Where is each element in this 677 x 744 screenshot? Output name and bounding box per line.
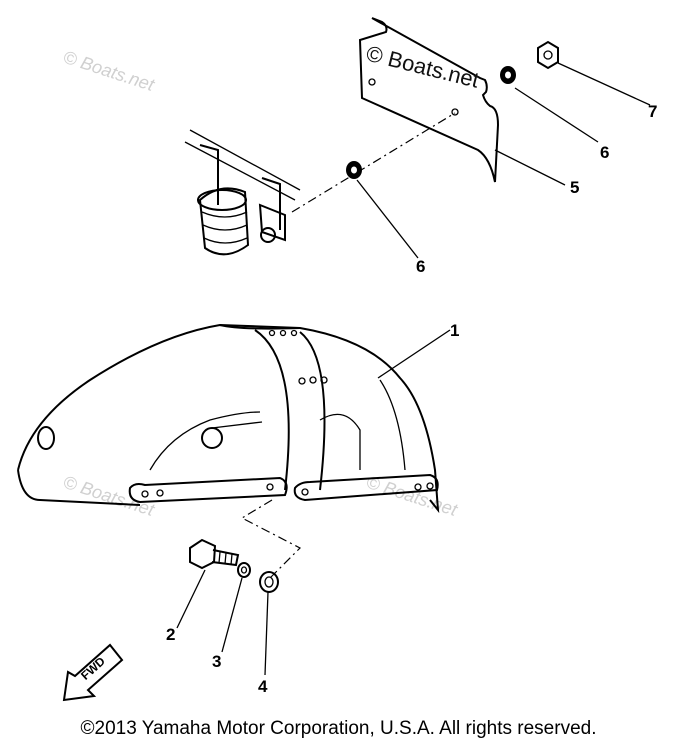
watermark-top-left: © Boats.net <box>61 47 158 95</box>
frame-bracket <box>184 129 301 230</box>
spring-washer <box>237 562 251 578</box>
leader-4 <box>264 591 269 676</box>
leader-2 <box>176 569 206 629</box>
reservoir <box>197 187 286 256</box>
callout-5: 5 <box>570 178 579 197</box>
leader-1 <box>377 329 451 379</box>
plate-bracket <box>358 17 500 183</box>
leader-6-lower <box>356 179 419 259</box>
nut <box>537 40 559 70</box>
assembly-line-upper <box>291 112 456 213</box>
fwd-label: FWD <box>78 654 108 683</box>
copyright-notice: ©2013 Yamaha Motor Corporation, U.S.A. A… <box>80 718 597 739</box>
callout-7: 7 <box>648 102 657 121</box>
callout-3: 3 <box>212 652 221 671</box>
assembly-line-lower <box>240 499 302 579</box>
collar <box>259 571 279 593</box>
washer-lower <box>346 161 362 179</box>
watermark-mid-center: © Boats.net <box>364 472 461 520</box>
leader-3 <box>221 577 243 653</box>
leader-5 <box>494 149 566 186</box>
callout-2: 2 <box>166 625 175 644</box>
fender <box>17 323 440 514</box>
washer-upper <box>500 66 516 84</box>
fwd-arrow-icon: FWD <box>62 643 124 702</box>
callout-6-upper: 6 <box>600 143 609 162</box>
callout-6-lower: 6 <box>416 257 425 276</box>
bolt <box>189 538 240 570</box>
callout-1: 1 <box>450 321 459 340</box>
leader-6-upper <box>514 87 599 143</box>
watermark-plate: © Boats.net <box>364 41 482 93</box>
leader-7 <box>557 62 651 106</box>
fender-mount-holes <box>268 329 328 385</box>
callout-4: 4 <box>258 677 268 696</box>
